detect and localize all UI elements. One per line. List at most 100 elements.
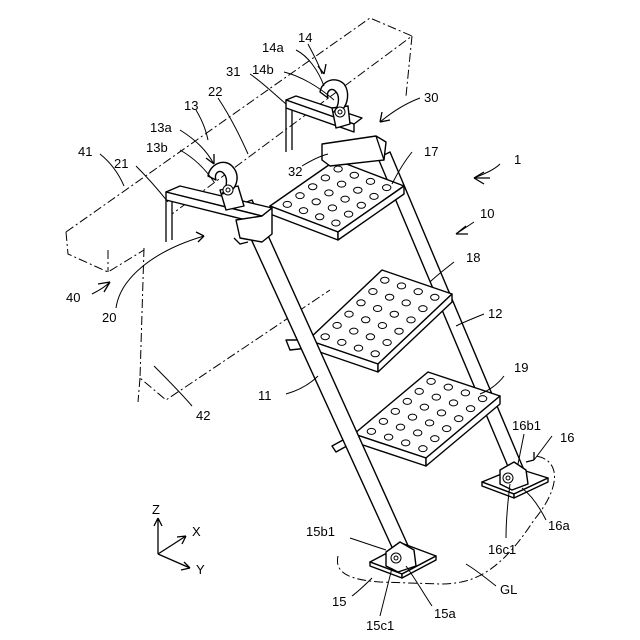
step-hole <box>366 334 374 340</box>
label-16b1: 16b1 <box>512 418 541 433</box>
label-11: 11 <box>258 388 272 403</box>
step-hole <box>408 414 416 420</box>
step-hole <box>334 166 342 172</box>
step-hole <box>344 211 352 217</box>
step-hole <box>321 175 329 181</box>
step-hole <box>384 434 392 440</box>
label-17: 17 <box>424 144 438 159</box>
axis-label-z: Z <box>152 502 160 517</box>
label-gl: GL <box>500 582 517 597</box>
label-22: 22 <box>208 84 222 99</box>
label-16: 16 <box>560 430 574 445</box>
hook-bracket-20 <box>166 186 272 244</box>
label-12: 12 <box>488 306 502 321</box>
step-hole <box>369 289 377 295</box>
label-42: 42 <box>196 408 210 423</box>
label-31: 31 <box>226 64 240 79</box>
step-hole <box>378 323 386 329</box>
label-14b: 14b <box>252 62 274 77</box>
step-hole <box>461 390 469 396</box>
step-hole <box>362 317 370 323</box>
step-hole <box>357 300 365 306</box>
step-hole <box>431 436 439 442</box>
step-hole <box>321 334 329 340</box>
step-hole <box>396 424 404 430</box>
step-hole <box>299 208 307 214</box>
step-hole <box>427 378 435 384</box>
step-hole <box>414 289 422 295</box>
step-hole <box>419 306 427 312</box>
step-hole <box>283 201 291 207</box>
step-hole <box>443 426 451 432</box>
step-hole <box>345 311 353 317</box>
step-hole <box>312 199 320 205</box>
step-hole <box>385 294 393 300</box>
step-hole <box>395 328 403 334</box>
axis-label-x: X <box>192 524 201 539</box>
label-14: 14 <box>298 30 312 45</box>
step-hole <box>333 322 341 328</box>
step-hole <box>341 196 349 202</box>
hook-bracket-30 <box>286 96 386 166</box>
step-hole <box>402 440 410 446</box>
label-15a: 15a <box>434 606 456 621</box>
step-hole <box>437 410 445 416</box>
step-hole <box>431 294 439 300</box>
label-21: 21 <box>114 156 128 171</box>
label-16c1: 16c1 <box>488 542 516 557</box>
label-13b: 13b <box>146 140 168 155</box>
step-hole <box>379 418 387 424</box>
coordinate-axes: Z X Y <box>152 502 205 577</box>
step-hole <box>357 202 365 208</box>
step-hole <box>309 184 317 190</box>
label-1: 1 <box>514 152 521 167</box>
step-hole <box>366 178 374 184</box>
side-rail-11 <box>236 200 410 556</box>
step-hole <box>338 339 346 345</box>
step-hole <box>449 400 457 406</box>
step-hole <box>354 187 362 193</box>
step-hole <box>325 190 333 196</box>
step-hole <box>414 430 422 436</box>
step-hole <box>478 396 486 402</box>
step-hole <box>420 404 428 410</box>
label-10: 10 <box>480 206 494 221</box>
label-41: 41 <box>78 144 92 159</box>
label-15b1: 15b1 <box>306 524 335 539</box>
step-hole <box>370 193 378 199</box>
step-hole <box>407 317 415 323</box>
foot-15 <box>370 542 436 578</box>
step-hole <box>350 172 358 178</box>
step-hole <box>403 398 411 404</box>
step-hole <box>354 345 362 351</box>
step-hole <box>432 394 440 400</box>
label-18: 18 <box>466 250 480 265</box>
label-19: 19 <box>514 360 528 375</box>
foot-16 <box>482 462 548 498</box>
step-hole <box>350 328 358 334</box>
step-hole <box>337 181 345 187</box>
label-15c1: 15c1 <box>366 618 394 633</box>
step-hole <box>383 340 391 346</box>
label-30: 30 <box>424 90 438 105</box>
label-20: 20 <box>102 310 116 325</box>
label-14a: 14a <box>262 40 284 55</box>
step-hole <box>397 283 405 289</box>
step-hole <box>455 416 463 422</box>
hook-13 <box>208 162 237 195</box>
label-16a: 16a <box>548 518 570 533</box>
step-hole <box>390 311 398 317</box>
label-40: 40 <box>66 290 80 305</box>
step-hole <box>391 408 399 414</box>
step-hole <box>296 193 304 199</box>
label-13: 13 <box>184 98 198 113</box>
step-hole <box>381 277 389 283</box>
step-hole <box>419 446 427 452</box>
label-13a: 13a <box>150 120 172 135</box>
step-hole <box>316 214 324 220</box>
step-hole <box>383 185 391 191</box>
step-hole <box>328 205 336 211</box>
step-hole <box>367 428 375 434</box>
